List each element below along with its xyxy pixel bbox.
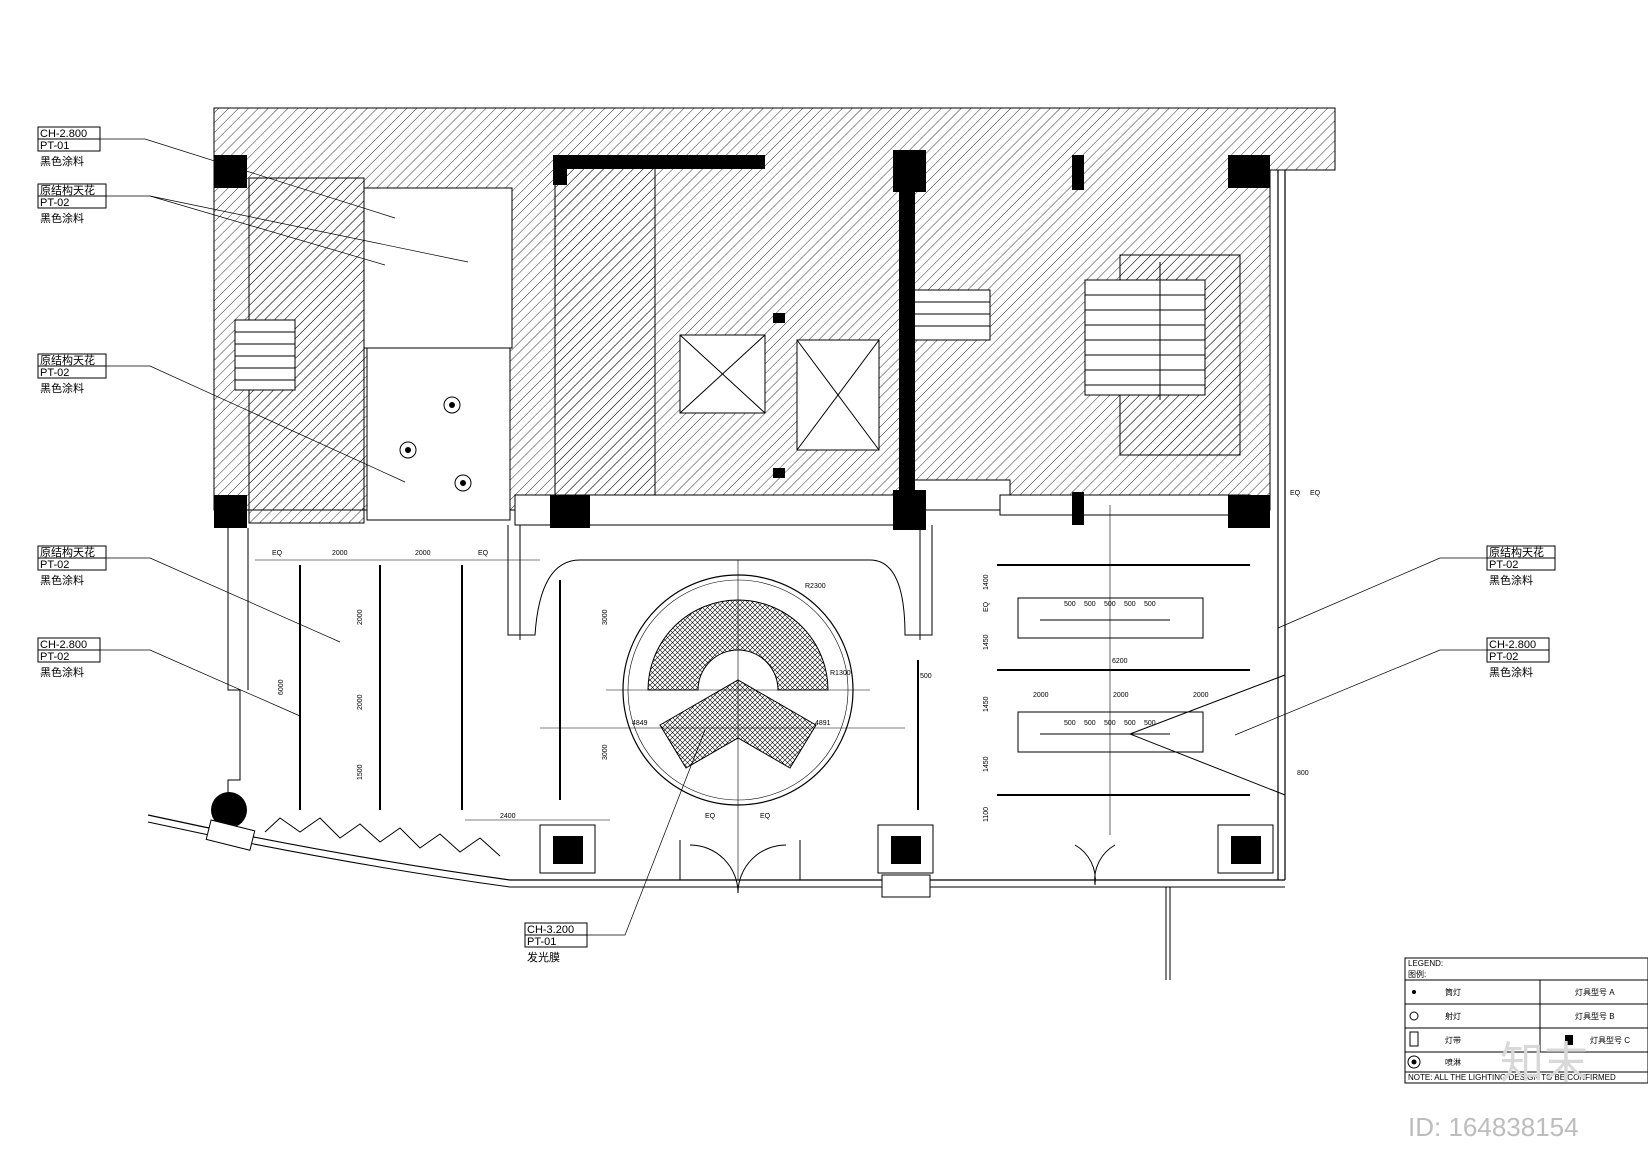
svg-text:4849: 4849	[632, 720, 648, 727]
svg-text:R1300: R1300	[830, 670, 851, 677]
svg-text:2000: 2000	[1033, 692, 1049, 699]
svg-text:EQ: EQ	[1290, 490, 1301, 497]
callout-3-line2: PT-02	[40, 367, 69, 379]
svg-text:2000: 2000	[357, 609, 364, 625]
callout-5-line2: PT-02	[40, 651, 69, 663]
stair-left	[234, 319, 296, 391]
callout-7-line3: 黑色涂料	[1489, 665, 1533, 679]
svg-text:500: 500	[1104, 720, 1116, 727]
svg-text:2000: 2000	[357, 694, 364, 710]
svg-text:500: 500	[1144, 720, 1156, 727]
svg-text:R2300: R2300	[805, 583, 826, 590]
legend-subtitle: 图例:	[1408, 969, 1426, 979]
legend-row-2: 射灯	[1445, 1011, 1461, 1021]
linear-lights-left	[255, 559, 919, 821]
svg-text:EQ: EQ	[272, 550, 283, 557]
callout-3-line3: 黑色涂料	[40, 381, 84, 395]
svg-text:800: 800	[1297, 770, 1309, 777]
svg-text:500: 500	[1144, 601, 1156, 608]
callout-8-line2: PT-01	[527, 936, 556, 948]
svg-text:1100: 1100	[983, 807, 990, 822]
linear-lights-right	[997, 505, 1286, 835]
svg-text:3000: 3000	[602, 609, 609, 625]
svg-text:6200: 6200	[1112, 658, 1128, 665]
watermark-brand: 知末	[1500, 1038, 1588, 1089]
legend-row-5: 灯具型号 A	[1575, 987, 1615, 997]
callout-8-line3: 发光膜	[527, 950, 560, 964]
callout-group-left: CH-2.800 PT-01 黑色涂料 原结构天花 PT-02 黑色涂料 原结构…	[37, 126, 469, 717]
svg-text:3000: 3000	[602, 744, 609, 760]
structural-columns	[214, 150, 1270, 530]
svg-text:EQ: EQ	[705, 813, 716, 820]
callout-3-line1: 原结构天花	[40, 353, 95, 367]
callout-5-line3: 黑色涂料	[40, 665, 84, 679]
callout-6-line3: 黑色涂料	[1489, 573, 1533, 587]
callout-4-line2: PT-02	[40, 559, 69, 571]
watermark-id: ID: 164838154	[1408, 1112, 1579, 1142]
svg-text:2000: 2000	[1193, 692, 1209, 699]
svg-text:1450: 1450	[983, 634, 990, 650]
legend-row-6: 灯具型号 B	[1575, 1011, 1615, 1021]
legend-row-4: 喷淋	[1445, 1057, 1461, 1067]
callout-2-line1: 原结构天花	[40, 183, 95, 197]
svg-text:500: 500	[1104, 601, 1116, 608]
callout-7-line2: PT-02	[1489, 651, 1518, 663]
stair-center	[911, 289, 991, 341]
legend-row-7: 灯具型号 C	[1590, 1035, 1630, 1045]
callout-1-line2: PT-01	[40, 140, 69, 152]
svg-text:2000: 2000	[415, 550, 431, 557]
dimensions: EQ 2000 2000 EQ 2000 2000 1500 6000 2400…	[272, 490, 1321, 822]
svg-text:1450: 1450	[983, 696, 990, 712]
callout-1-line1: CH-2.800	[40, 128, 87, 140]
legend-title: LEGEND:	[1408, 959, 1443, 968]
callout-2-line2: PT-02	[40, 197, 69, 209]
callout-6-line2: PT-02	[1489, 559, 1518, 571]
svg-text:2000: 2000	[332, 550, 348, 557]
svg-text:500: 500	[1084, 601, 1096, 608]
svg-text:500: 500	[920, 673, 932, 680]
watermark: 知末 ID: 164838154	[1408, 1038, 1588, 1142]
svg-text:1400: 1400	[983, 574, 990, 590]
svg-text:4891: 4891	[815, 720, 831, 727]
legend-row-3: 灯带	[1445, 1035, 1461, 1045]
legend-row-1: 筒灯	[1445, 987, 1461, 997]
svg-text:2400: 2400	[500, 813, 516, 820]
svg-text:500: 500	[1124, 601, 1136, 608]
callout-4-line3: 黑色涂料	[40, 573, 84, 587]
structural-ceiling-zone	[213, 107, 1336, 526]
callout-group-bottom: CH-3.200 PT-01 发光膜	[524, 729, 706, 964]
curved-bulkhead	[507, 525, 933, 640]
svg-text:1500: 1500	[357, 764, 364, 780]
svg-text:500: 500	[1124, 720, 1136, 727]
callout-8-line1: CH-3.200	[527, 924, 574, 936]
callout-6-line1: 原结构天花	[1489, 545, 1544, 559]
callout-1-line3: 黑色涂料	[40, 154, 84, 168]
callout-7-line1: CH-2.800	[1489, 639, 1536, 651]
callout-2-line3: 黑色涂料	[40, 211, 84, 225]
svg-text:500: 500	[1064, 601, 1076, 608]
downlights	[399, 396, 472, 492]
svg-text:EQ: EQ	[760, 813, 771, 820]
svg-text:500: 500	[1064, 720, 1076, 727]
svg-text:EQ: EQ	[1310, 490, 1321, 497]
svg-text:6000: 6000	[278, 679, 285, 695]
svg-text:EQ: EQ	[983, 601, 990, 612]
legend-table: LEGEND: 图例: 筒灯 射灯 灯带 喷淋 灯具型号 A 灯具型号 B 灯具…	[1404, 957, 1648, 1084]
stair-right	[1084, 262, 1206, 400]
callout-group-right: 原结构天花 PT-02 黑色涂料 CH-2.800 PT-02 黑色涂料	[1234, 545, 1556, 736]
svg-text:1450: 1450	[983, 756, 990, 772]
callout-5-line1: CH-2.800	[40, 639, 87, 651]
svg-text:500: 500	[1084, 720, 1096, 727]
legend-note: NOTE: ALL THE LIGHTING DESIGN TO BE CONF…	[1408, 1073, 1616, 1082]
svg-text:2000: 2000	[1113, 692, 1129, 699]
svg-text:EQ: EQ	[478, 550, 489, 557]
callout-4-line1: 原结构天花	[40, 545, 95, 559]
